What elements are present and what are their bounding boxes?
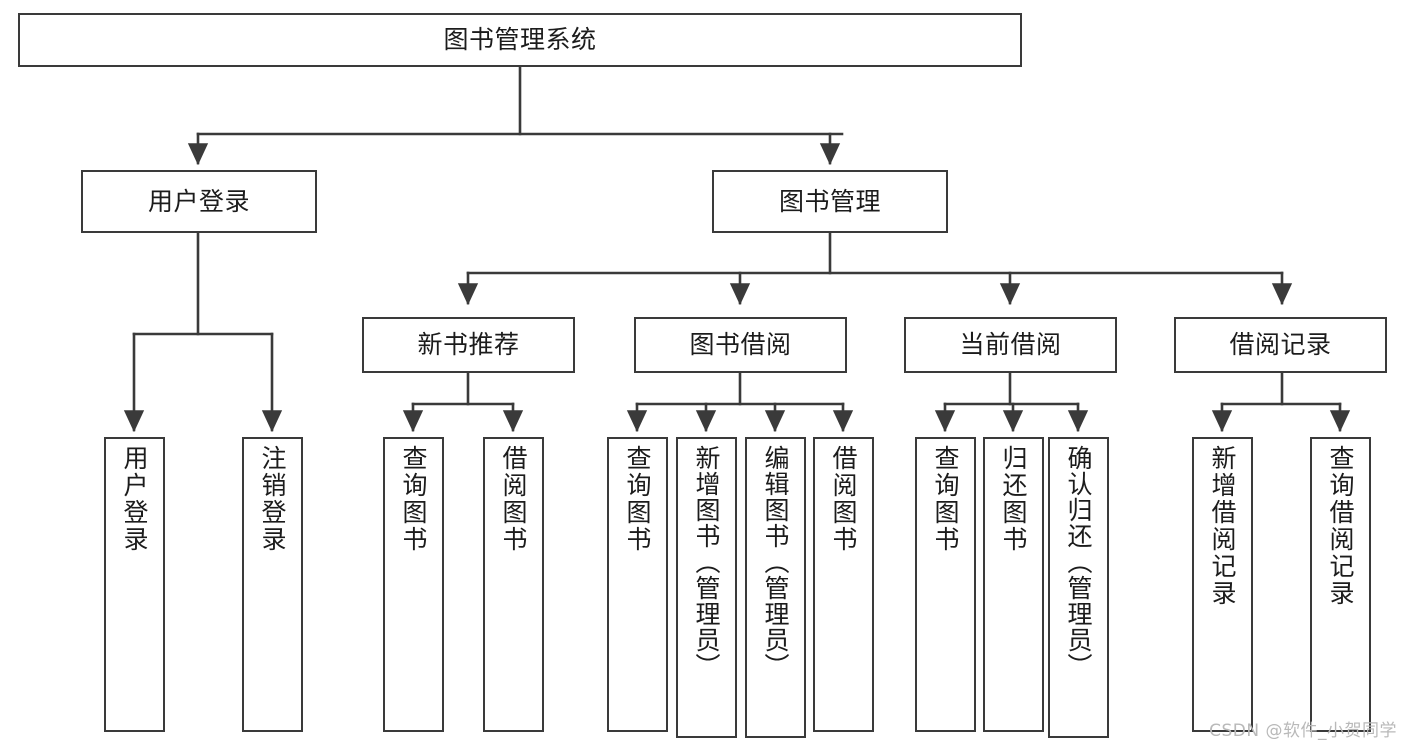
node-user-login[interactable]: 用户登录 (81, 170, 317, 233)
node-leaf-user-logout[interactable]: 注销登录 (242, 437, 303, 732)
node-leaf-borrow-book-2[interactable]: 借阅图书 (813, 437, 874, 732)
node-leaf-confirm-return[interactable]: 确认归还（管理员） (1048, 437, 1109, 738)
node-leaf-borrow-book-1-label: 借阅图书 (499, 445, 528, 553)
node-leaf-query-book-3[interactable]: 查询图书 (915, 437, 976, 732)
node-book-management[interactable]: 图书管理 (712, 170, 948, 233)
node-leaf-query-book-1[interactable]: 查询图书 (383, 437, 444, 732)
node-leaf-query-book-2-label: 查询图书 (623, 445, 652, 553)
node-leaf-add-book[interactable]: 新增图书（管理员） (676, 437, 737, 738)
node-current-borrow[interactable]: 当前借阅 (904, 317, 1117, 373)
node-leaf-add-record[interactable]: 新增借阅记录 (1192, 437, 1253, 732)
node-leaf-query-book-3-label: 查询图书 (931, 445, 960, 553)
node-leaf-user-login[interactable]: 用户登录 (104, 437, 165, 732)
node-book-borrow-label: 图书借阅 (689, 330, 792, 360)
node-borrow-record[interactable]: 借阅记录 (1174, 317, 1387, 373)
node-leaf-query-record[interactable]: 查询借阅记录 (1310, 437, 1371, 732)
node-leaf-return-book[interactable]: 归还图书 (983, 437, 1044, 732)
node-new-book-recommend-label: 新书推荐 (417, 330, 520, 360)
node-root[interactable]: 图书管理系统 (18, 13, 1022, 67)
node-leaf-user-logout-label: 注销登录 (258, 445, 287, 553)
node-leaf-edit-book[interactable]: 编辑图书（管理员） (745, 437, 806, 738)
node-leaf-confirm-return-label: 确认归还（管理员） (1064, 445, 1093, 679)
node-leaf-user-login-label: 用户登录 (120, 445, 149, 553)
node-leaf-borrow-book-2-label: 借阅图书 (829, 445, 858, 553)
node-leaf-return-book-label: 归还图书 (999, 445, 1028, 553)
node-leaf-add-book-label: 新增图书（管理员） (692, 445, 721, 679)
node-leaf-query-book-2[interactable]: 查询图书 (607, 437, 668, 732)
node-borrow-record-label: 借阅记录 (1229, 330, 1332, 360)
node-book-management-label: 图书管理 (778, 186, 881, 216)
node-leaf-add-record-label: 新增借阅记录 (1208, 445, 1237, 607)
node-user-login-label: 用户登录 (147, 186, 250, 216)
node-current-borrow-label: 当前借阅 (959, 330, 1062, 360)
node-book-borrow[interactable]: 图书借阅 (634, 317, 847, 373)
node-leaf-edit-book-label: 编辑图书（管理员） (761, 445, 790, 679)
watermark: CSDN @软件_小贺同学 (1209, 721, 1397, 741)
node-leaf-borrow-book-1[interactable]: 借阅图书 (483, 437, 544, 732)
node-new-book-recommend[interactable]: 新书推荐 (362, 317, 575, 373)
node-leaf-query-record-label: 查询借阅记录 (1326, 445, 1355, 607)
node-leaf-query-book-1-label: 查询图书 (399, 445, 428, 553)
node-root-label: 图书管理系统 (443, 25, 597, 55)
